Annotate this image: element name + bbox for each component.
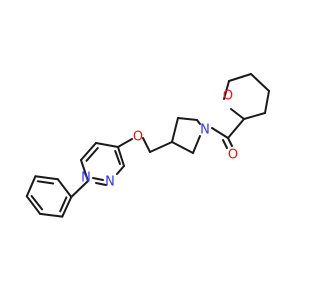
ether-bond-2	[142, 137, 151, 153]
carbonyl-double-bond	[222, 137, 233, 149]
pyrrolidine-ring	[171, 117, 201, 154]
oxane-ring	[223, 73, 270, 120]
methylene-bond	[149, 141, 173, 153]
atom-n-pyridazine-2: N	[81, 171, 91, 186]
chemical-structure-diagram: N N O N O O	[25, 73, 270, 218]
amide-bond	[211, 127, 229, 139]
atom-o-ether: O	[133, 130, 143, 145]
atom-o-oxane: O	[223, 89, 233, 104]
acyl-bond	[227, 118, 245, 139]
atom-o-carbonyl: O	[228, 148, 238, 163]
ether-bond-1	[117, 138, 133, 148]
atom-n-pyridazine-1: N	[105, 175, 115, 190]
biaryl-bond	[70, 180, 89, 198]
phenyl-ring	[25, 175, 73, 218]
atom-n-pyrrolidine: N	[200, 123, 210, 138]
pyridazine-ring	[80, 142, 125, 186]
